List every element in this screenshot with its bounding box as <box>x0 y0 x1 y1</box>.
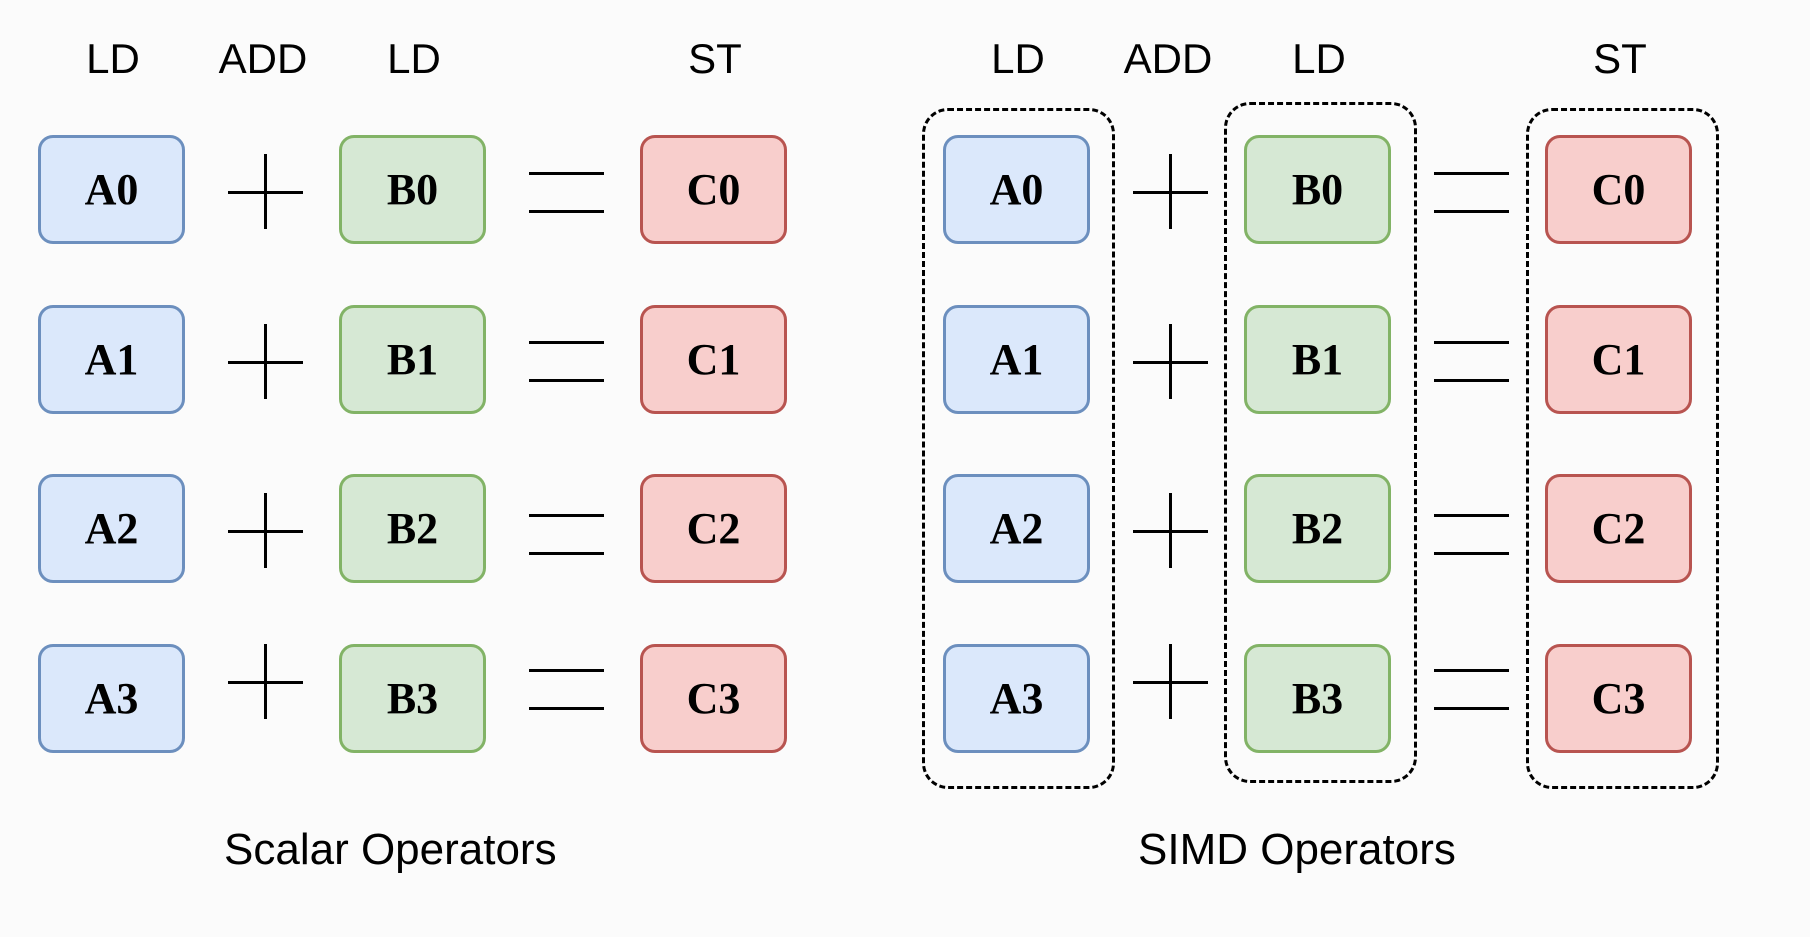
scalar-header-ld-a: LD <box>86 35 140 82</box>
scalar-c1-box: C1 <box>640 305 787 414</box>
simd-header-st: ST <box>1593 35 1647 82</box>
plus-icon <box>228 154 303 229</box>
scalar-b1-box: B1 <box>339 305 486 414</box>
scalar-header-add: ADD <box>218 35 308 82</box>
scalar-b0-box: B0 <box>339 135 486 244</box>
simd-vector-group-c <box>1526 108 1719 789</box>
plus-icon <box>228 644 303 719</box>
simd-c1-box: C1 <box>1545 305 1692 414</box>
plus-icon <box>1133 324 1208 399</box>
simd-a2-box: A2 <box>943 474 1090 583</box>
equals-icon <box>529 514 604 556</box>
scalar-c0-box: C0 <box>640 135 787 244</box>
scalar-header-ld-b: LD <box>387 35 441 82</box>
equals-icon <box>529 341 604 383</box>
simd-header-add: ADD <box>1123 35 1213 82</box>
scalar-b2-box: B2 <box>339 474 486 583</box>
simd-c2-box: C2 <box>1545 474 1692 583</box>
equals-icon <box>1434 669 1509 711</box>
simd-c3-box: C3 <box>1545 644 1692 753</box>
simd-header-ld-a: LD <box>991 35 1045 82</box>
simd-b0-box: B0 <box>1244 135 1391 244</box>
scalar-c2-box: C2 <box>640 474 787 583</box>
equals-icon <box>529 669 604 711</box>
equals-icon <box>1434 514 1509 556</box>
scalar-header-st: ST <box>688 35 742 82</box>
simd-caption: SIMD Operators <box>1138 825 1456 874</box>
plus-icon <box>1133 493 1208 568</box>
simd-a0-box: A0 <box>943 135 1090 244</box>
plus-icon <box>228 493 303 568</box>
simd-c0-box: C0 <box>1545 135 1692 244</box>
equals-icon <box>1434 172 1509 214</box>
simd-vector-group-a <box>922 108 1115 789</box>
scalar-a3-box: A3 <box>38 644 185 753</box>
simd-vector-group-b <box>1224 102 1417 783</box>
scalar-caption: Scalar Operators <box>224 825 557 874</box>
simd-b1-box: B1 <box>1244 305 1391 414</box>
simd-a3-box: A3 <box>943 644 1090 753</box>
simd-b2-box: B2 <box>1244 474 1391 583</box>
equals-icon <box>529 172 604 214</box>
plus-icon <box>1133 154 1208 229</box>
scalar-c3-box: C3 <box>640 644 787 753</box>
scalar-a2-box: A2 <box>38 474 185 583</box>
simd-a1-box: A1 <box>943 305 1090 414</box>
plus-icon <box>228 324 303 399</box>
scalar-b3-box: B3 <box>339 644 486 753</box>
simd-b3-box: B3 <box>1244 644 1391 753</box>
simd-header-ld-b: LD <box>1292 35 1346 82</box>
scalar-a1-box: A1 <box>38 305 185 414</box>
scalar-a0-box: A0 <box>38 135 185 244</box>
plus-icon <box>1133 644 1208 719</box>
equals-icon <box>1434 341 1509 383</box>
